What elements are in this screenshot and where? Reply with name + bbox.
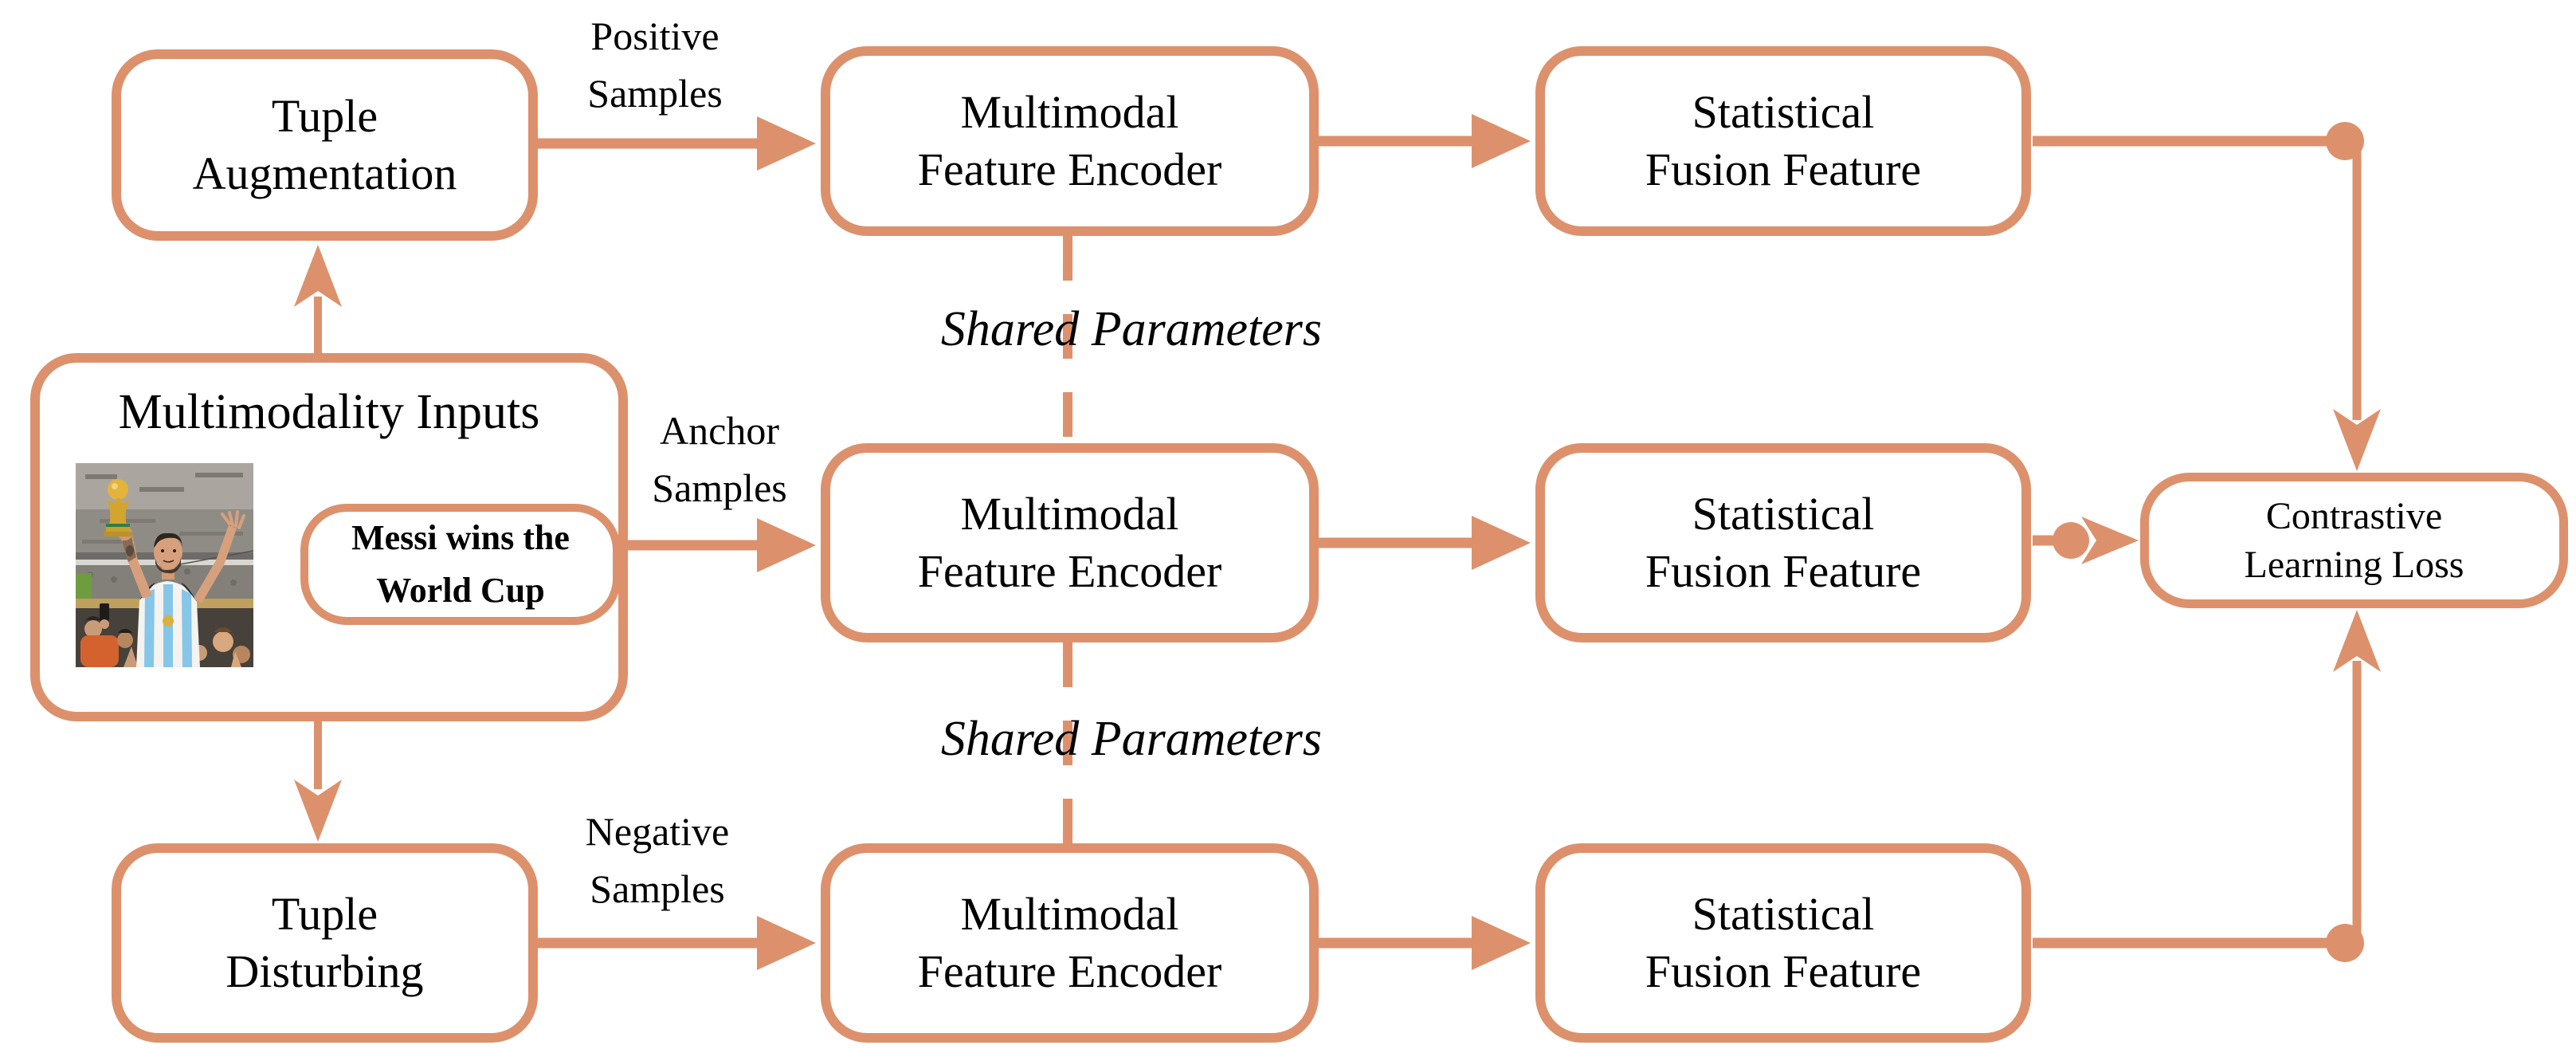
messi-world-cup-photo bbox=[76, 463, 253, 667]
label-line: Samples bbox=[652, 466, 787, 510]
node-label: Tuple bbox=[271, 90, 378, 143]
edge-fusion1-loss bbox=[2033, 122, 2381, 471]
node-label: Statistical bbox=[1692, 86, 1875, 139]
label-line: Anchor bbox=[660, 408, 779, 453]
arrow-anchor-samples bbox=[626, 518, 816, 572]
arrow-negative-samples bbox=[538, 916, 816, 970]
node-label: Augmentation bbox=[192, 147, 457, 199]
node-label: Feature Encoder bbox=[917, 545, 1222, 597]
label-line: Samples bbox=[590, 866, 725, 911]
node-label: Fusion Feature bbox=[1645, 945, 1922, 997]
node-label: Multimodal bbox=[960, 86, 1179, 139]
arrow-encoder1-fusion1 bbox=[1319, 114, 1531, 168]
node-multimodal-feature-encoder-bottom: Multimodal Feature Encoder bbox=[821, 843, 1319, 1043]
arrow-encoder2-fusion2 bbox=[1319, 516, 1531, 570]
caption-line: World Cup bbox=[376, 571, 545, 610]
edge-fusion2-loss bbox=[2033, 517, 2139, 564]
node-label: Tuple bbox=[271, 888, 378, 941]
node-label: Feature Encoder bbox=[917, 945, 1222, 997]
label-line: Positive bbox=[590, 14, 719, 58]
label-positive-samples: Positive Samples bbox=[551, 7, 759, 122]
node-label: Feature Encoder bbox=[917, 143, 1222, 195]
arrow-positive-samples bbox=[538, 116, 816, 171]
node-label: Fusion Feature bbox=[1645, 143, 1922, 195]
node-contrastive-learning-loss: Contrastive Learning Loss bbox=[2140, 473, 2568, 608]
node-multimodality-inputs: Multimodality Inputs bbox=[30, 353, 628, 721]
arrow-encoder3-fusion3 bbox=[1319, 916, 1531, 970]
caption-bubble: Messi wins the World Cup bbox=[300, 504, 621, 625]
arrow-inputs-augmentation bbox=[294, 245, 342, 356]
node-multimodal-feature-encoder-middle: Multimodal Feature Encoder bbox=[821, 443, 1319, 642]
node-tuple-disturbing: Tuple Disturbing bbox=[112, 843, 538, 1043]
node-label: Statistical bbox=[1692, 488, 1875, 540]
node-label: Learning Loss bbox=[2244, 544, 2464, 586]
arrow-inputs-disturbing bbox=[294, 718, 342, 842]
node-label: Multimodal bbox=[960, 488, 1179, 540]
node-statistical-fusion-feature-top: Statistical Fusion Feature bbox=[1535, 46, 2031, 236]
label-shared-parameters-bottom: Shared Parameters bbox=[940, 712, 1323, 766]
label-line: Negative bbox=[585, 809, 730, 854]
multimodality-inputs-title: Multimodality Inputs bbox=[118, 385, 540, 439]
label-line: Samples bbox=[587, 71, 723, 116]
node-multimodal-feature-encoder-top: Multimodal Feature Encoder bbox=[821, 46, 1319, 236]
caption-line: Messi wins the bbox=[351, 518, 570, 557]
node-label: Contrastive bbox=[2265, 494, 2443, 537]
node-label: Multimodal bbox=[960, 888, 1179, 941]
node-label: Disturbing bbox=[225, 945, 424, 997]
label-shared-parameters-top: Shared Parameters bbox=[940, 302, 1323, 356]
node-statistical-fusion-feature-middle: Statistical Fusion Feature bbox=[1535, 443, 2031, 642]
label-anchor-samples: Anchor Samples bbox=[600, 402, 839, 517]
node-label: Fusion Feature bbox=[1645, 545, 1922, 597]
node-tuple-augmentation: Tuple Augmentation bbox=[112, 49, 538, 241]
edge-fusion3-loss bbox=[2033, 610, 2381, 962]
label-negative-samples: Negative Samples bbox=[554, 803, 761, 917]
node-label: Statistical bbox=[1692, 888, 1875, 941]
node-statistical-fusion-feature-bottom: Statistical Fusion Feature bbox=[1535, 843, 2031, 1043]
